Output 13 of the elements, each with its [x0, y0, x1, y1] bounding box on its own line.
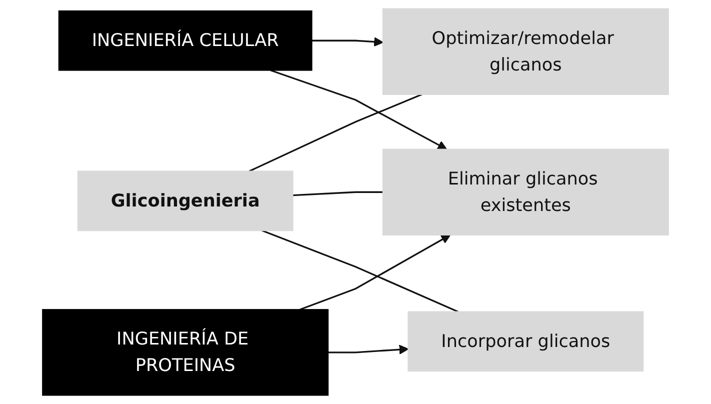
node-box: Glicoingenieria — [77, 170, 294, 232]
arrow — [299, 234, 451, 310]
node-box: Optimizar/remodelar glicanos — [382, 8, 669, 95]
node-box: Eliminar glicanos existentes — [382, 148, 669, 236]
arrow — [328, 344, 409, 354]
connector — [262, 230, 458, 313]
node-box: Incorporar glicanos — [408, 311, 644, 372]
arrow — [270, 69, 448, 150]
connector — [292, 191, 383, 196]
connector — [248, 94, 422, 172]
node-box: INGENIERÍA DE PROTEINAS — [42, 309, 329, 396]
node-box: INGENIERÍA CELULAR — [58, 10, 312, 71]
arrow — [312, 37, 384, 47]
